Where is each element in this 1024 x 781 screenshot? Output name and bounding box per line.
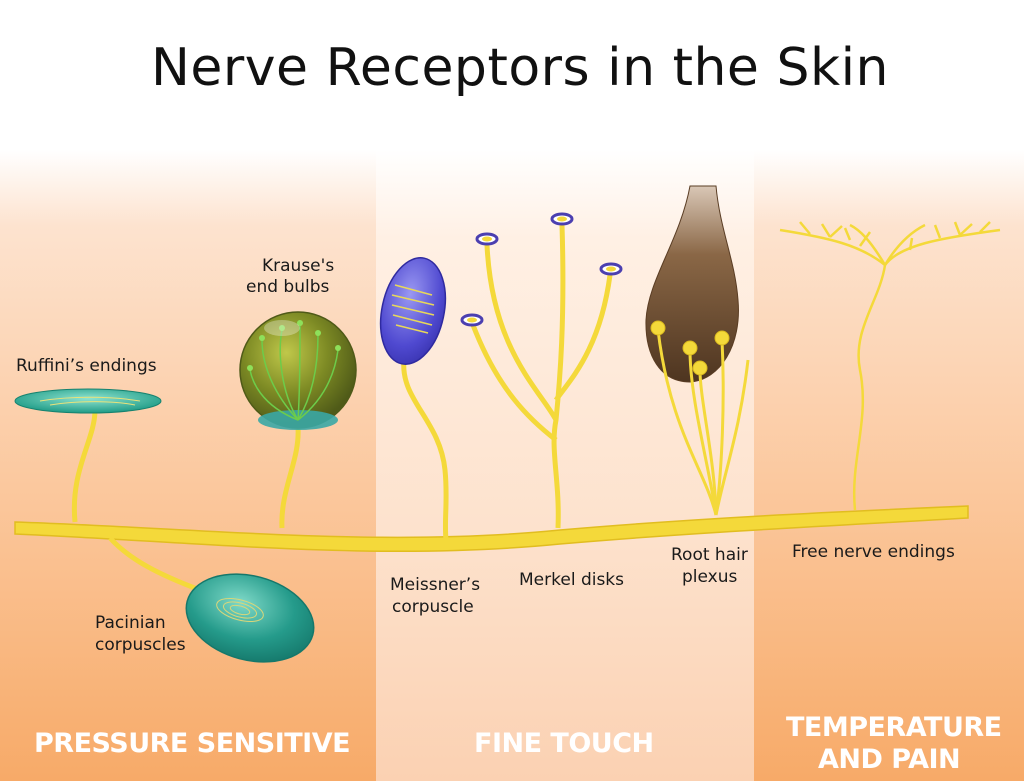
label-krause-2: end bulbs bbox=[246, 277, 330, 297]
label-pacinian-2: corpuscles bbox=[95, 635, 186, 655]
ruffini-endings bbox=[14, 388, 162, 523]
label-meissner-2: corpuscle bbox=[392, 597, 474, 617]
label-krause-1: Krause's bbox=[262, 256, 335, 276]
category-temperature: TEMPERATURE bbox=[786, 712, 1002, 743]
pressure-sensitive-panel bbox=[0, 150, 376, 781]
label-ruffini: Ruffini’s endings bbox=[16, 356, 157, 376]
free-nerve-endings bbox=[779, 221, 1001, 511]
label-pacinian-1: Pacinian bbox=[95, 613, 166, 633]
meissner-corpuscle bbox=[379, 257, 449, 541]
label-free-nerve: Free nerve endings bbox=[792, 542, 955, 562]
main-nerve bbox=[14, 505, 969, 553]
category-and-pain: AND PAIN bbox=[818, 744, 961, 775]
label-root-hair-2: plexus bbox=[682, 567, 738, 587]
label-root-hair-1: Root hair bbox=[671, 545, 748, 565]
pacinian-corpuscle bbox=[108, 536, 315, 663]
merkel-disks bbox=[460, 212, 623, 529]
page-title: Nerve Receptors in the Skin bbox=[151, 38, 889, 98]
category-fine-touch: FINE TOUCH bbox=[474, 728, 654, 759]
label-meissner-1: Meissner’s bbox=[390, 575, 481, 595]
temperature-pain-panel bbox=[754, 150, 1024, 781]
krause-end-bulbs bbox=[239, 311, 357, 529]
root-hair-plexus bbox=[645, 185, 750, 516]
label-merkel: Merkel disks bbox=[519, 570, 625, 590]
category-pressure-sensitive: PRESSURE SENSITIVE bbox=[34, 728, 351, 759]
